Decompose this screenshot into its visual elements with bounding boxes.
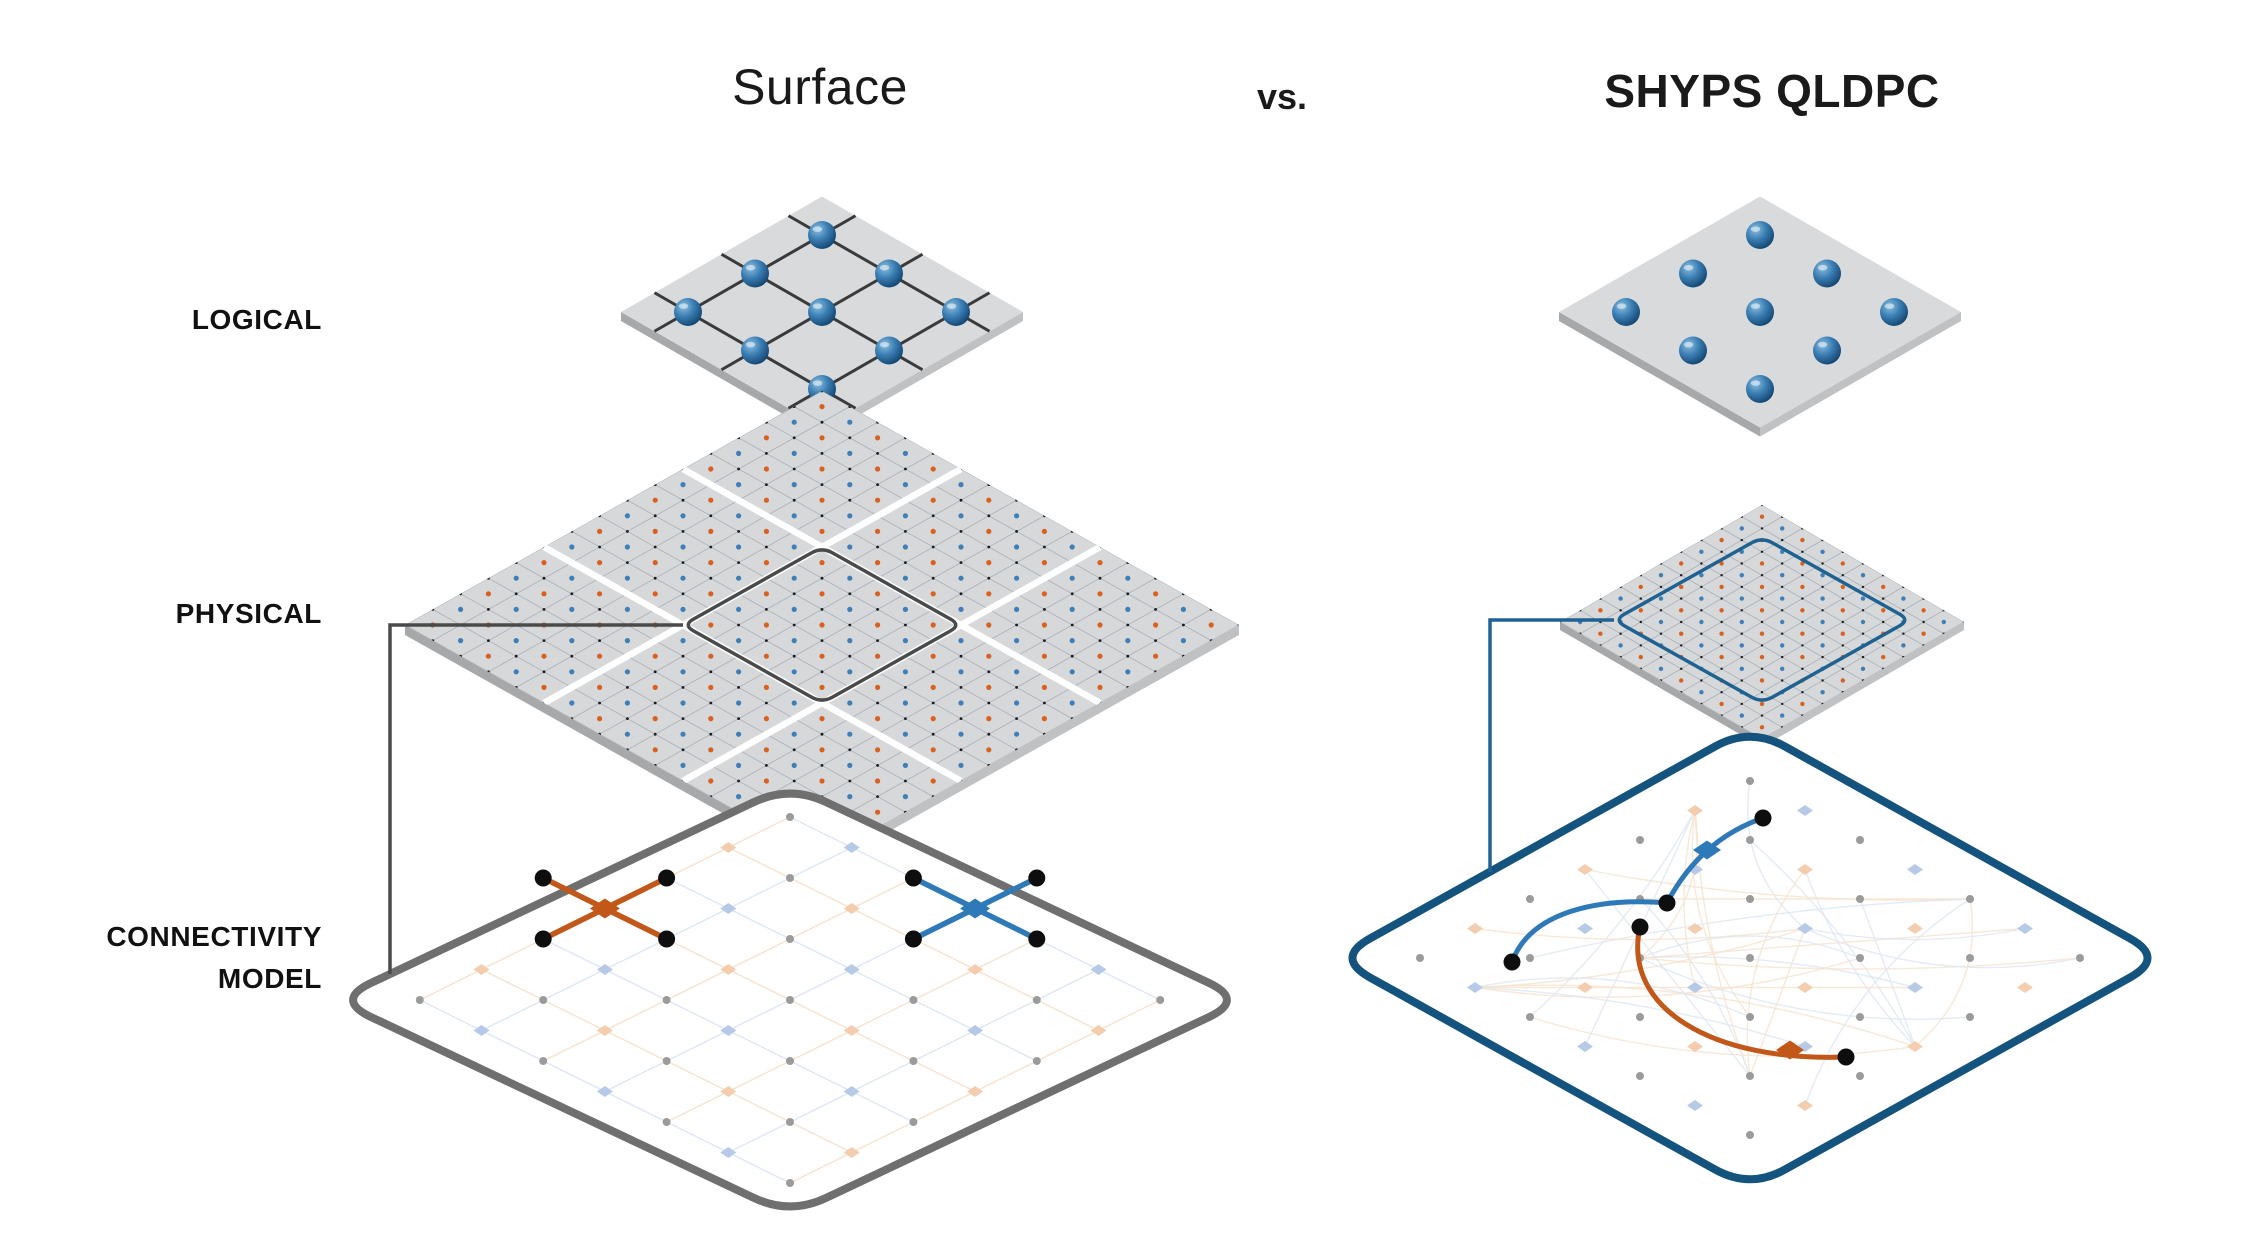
qldpc-logical-plate xyxy=(1559,196,1961,437)
surface-connectivity-model xyxy=(349,789,1231,1211)
surface-connector-line xyxy=(388,623,683,974)
row-label-connectivity-model: CONNECTIVITY MODEL xyxy=(22,916,322,1000)
row-label-logical: LOGICAL xyxy=(191,304,322,335)
qldpc-orange-check-path xyxy=(1635,924,1849,1060)
versus-label: vs. xyxy=(1256,76,1308,117)
surface-physical-plate xyxy=(405,391,1239,869)
surface-tile-outline xyxy=(686,548,958,702)
qldpc-physical-plate xyxy=(1560,505,1964,747)
row-label-connectivity-line2: MODEL xyxy=(217,963,322,994)
row-label-physical: PHYSICAL xyxy=(175,598,322,629)
row-label-connectivity-line1: CONNECTIVITY xyxy=(106,921,322,952)
column-title-surface: Surface xyxy=(732,59,908,115)
qldpc-connector-line xyxy=(1488,618,1614,872)
qldpc-connectivity-model xyxy=(1348,732,2152,1184)
qldpc-tile-outline xyxy=(1617,538,1907,702)
column-title-shyps-qldpc: SHYPS QLDPC xyxy=(1604,65,1940,117)
